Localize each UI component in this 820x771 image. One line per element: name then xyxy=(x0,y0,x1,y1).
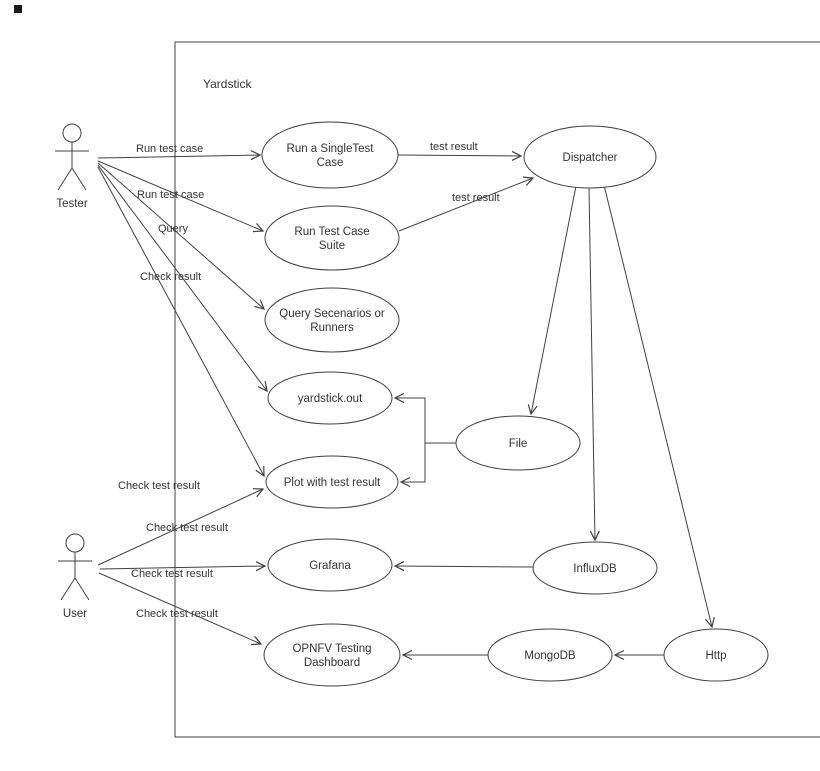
edge-tester-run-suite xyxy=(97,160,265,233)
edge-file-yardstick-out xyxy=(393,392,456,444)
artifact-mark xyxy=(14,5,22,13)
actor-user: User xyxy=(58,533,92,620)
usecase-ellipse xyxy=(264,205,400,271)
edge-suite-dispatcher xyxy=(398,176,535,232)
actor-leg-left xyxy=(57,167,73,191)
actor-head xyxy=(62,123,82,143)
usecase-ellipse xyxy=(265,455,399,509)
edge-tester-plot xyxy=(97,166,265,478)
usecase-dispatcher: Dispatcher xyxy=(523,125,657,189)
usecase-label-yardstick-out: yardstick.out xyxy=(298,393,363,405)
edge-dispatcher-http xyxy=(603,184,715,629)
edge-user-grafana xyxy=(99,561,267,572)
usecase-ellipse xyxy=(523,125,657,189)
edge-file-plot xyxy=(399,442,456,488)
usecase-grafana: Grafana xyxy=(267,538,393,592)
actor-leg-right xyxy=(74,577,90,601)
usecase-label-http: Http xyxy=(705,650,726,662)
edge-user-opnfv xyxy=(98,572,263,646)
edge-label-single-dispatcher: test result xyxy=(430,141,478,153)
edge-label-tester-query: Query xyxy=(158,223,188,235)
edge-tester-yardstick-out xyxy=(97,164,268,393)
usecase-label-grafana: Grafana xyxy=(309,560,351,572)
usecase-ellipse xyxy=(532,541,658,595)
actor-head xyxy=(65,533,85,553)
actor-leg-left xyxy=(60,577,76,601)
usecase-label-influxdb: InfluxDB xyxy=(573,563,617,575)
usecase-http: Http xyxy=(663,628,769,682)
usecase-ellipse xyxy=(455,415,581,471)
usecase-ellipse xyxy=(267,371,393,425)
actor-label-tester: Tester xyxy=(56,198,87,210)
usecase-label-plot-test-result: Plot with test result xyxy=(284,477,381,489)
usecase-ellipse xyxy=(663,628,769,682)
edge-label-tester-yardstick-out: Check result xyxy=(140,271,201,283)
actor-leg-right xyxy=(71,167,87,191)
edge-label-tester-run-suite: Run test case xyxy=(137,189,204,201)
edge-label-user-plot: Check test result xyxy=(146,522,228,534)
usecase-plot-test-result: Plot with test result xyxy=(265,455,399,509)
system-boundary xyxy=(174,41,820,738)
edge-dispatcher-file xyxy=(527,185,577,416)
usecase-ellipse xyxy=(487,628,613,682)
edge-dispatcher-influxdb xyxy=(588,187,600,542)
edge-influxdb-grafana xyxy=(393,561,534,572)
usecase-label-mongodb: MongoDB xyxy=(524,650,575,662)
edge-single-dispatcher xyxy=(397,150,523,161)
usecase-ellipse xyxy=(261,121,399,189)
usecase-ellipse xyxy=(263,623,401,687)
usecase-label-dispatcher: Dispatcher xyxy=(563,152,618,164)
actor-tester: Tester xyxy=(55,123,89,210)
usecase-ellipse xyxy=(264,287,400,353)
edge-tester-run-single xyxy=(97,150,262,161)
system-title: Yardstick xyxy=(203,77,252,91)
edge-tester-query xyxy=(97,162,266,310)
usecase-file: File xyxy=(455,415,581,471)
usecase-influxdb: InfluxDB xyxy=(532,541,658,595)
edge-label-tester-plot: Check test result xyxy=(118,480,200,492)
edge-label-suite-dispatcher: test result xyxy=(452,192,500,204)
actor-label-user: User xyxy=(63,608,87,620)
usecase-yardstick-out: yardstick.out xyxy=(267,371,393,425)
usecase-mongodb: MongoDB xyxy=(487,628,613,682)
edge-label-user-grafana: Check test result xyxy=(131,568,213,580)
edge-label-user-opnfv: Check test result xyxy=(136,608,218,620)
edge-user-plot xyxy=(97,488,265,566)
edge-label-tester-run-single: Run test case xyxy=(136,143,203,155)
usecase-label-file: File xyxy=(509,438,528,450)
usecase-ellipse xyxy=(267,538,393,592)
